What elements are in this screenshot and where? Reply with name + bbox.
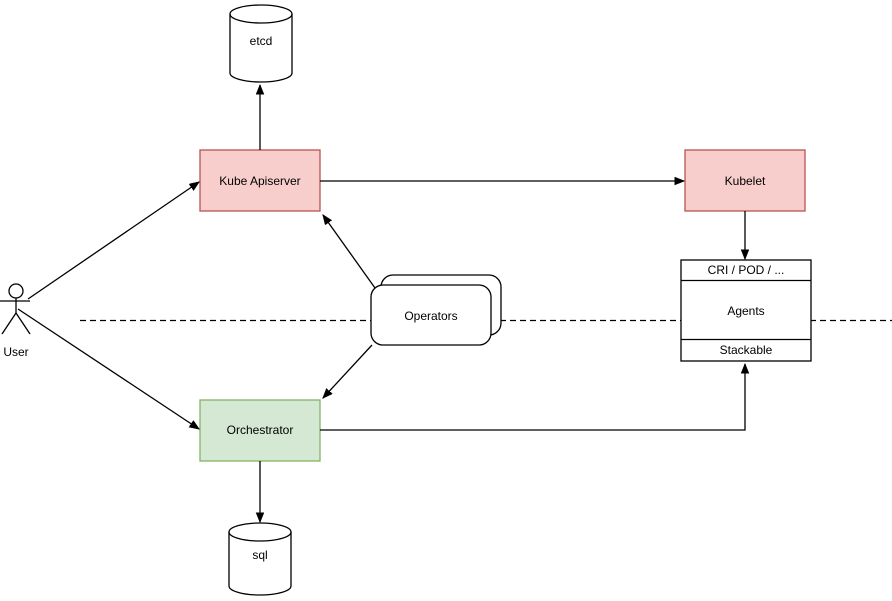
sql-cylinder-shape <box>228 522 292 596</box>
node-operators: Operators <box>370 274 502 346</box>
edge-user-to-apiserver <box>27 182 199 300</box>
agents-header-label: CRI / POD / ... <box>708 263 785 277</box>
etcd-cylinder-lid <box>229 13 293 24</box>
sql-cylinder-lid <box>228 531 292 542</box>
node-kube-apiserver: Kube Apiserver <box>199 149 321 212</box>
operators-front-card <box>370 284 492 346</box>
etcd-label: etcd <box>250 34 273 48</box>
edge-user-to-orchestrator <box>17 308 199 429</box>
edge-orchestrator-to-agents <box>320 364 745 431</box>
edge-operators-to-apiserver <box>323 215 376 289</box>
operators-label: Operators <box>404 309 457 323</box>
kubelet-box <box>684 149 806 212</box>
node-orchestrator: Orchestrator <box>199 399 321 462</box>
user-actor-left-leg <box>1 312 17 335</box>
user-actor-label: User <box>3 345 28 359</box>
user-actor-right-leg <box>15 312 31 335</box>
node-etcd: etcd <box>229 4 293 83</box>
user-actor-head <box>8 283 24 299</box>
edge-operators-to-orchestrator <box>323 344 373 398</box>
actor-user: User <box>0 283 31 359</box>
etcd-cylinder-shape <box>229 4 293 83</box>
kube-apiserver-label: Kube Apiserver <box>219 174 300 188</box>
kube-apiserver-box <box>199 149 321 212</box>
orchestrator-label: Orchestrator <box>227 423 294 437</box>
sql-label: sql <box>252 548 267 562</box>
agents-footer-label: Stackable <box>720 343 773 357</box>
node-agents-stack: CRI / POD / ... Agents Stackable <box>680 259 812 362</box>
agents-body-label: Agents <box>727 304 764 318</box>
node-kubelet: Kubelet <box>684 149 806 212</box>
node-sql: sql <box>228 522 292 596</box>
kubelet-label: Kubelet <box>725 174 766 188</box>
